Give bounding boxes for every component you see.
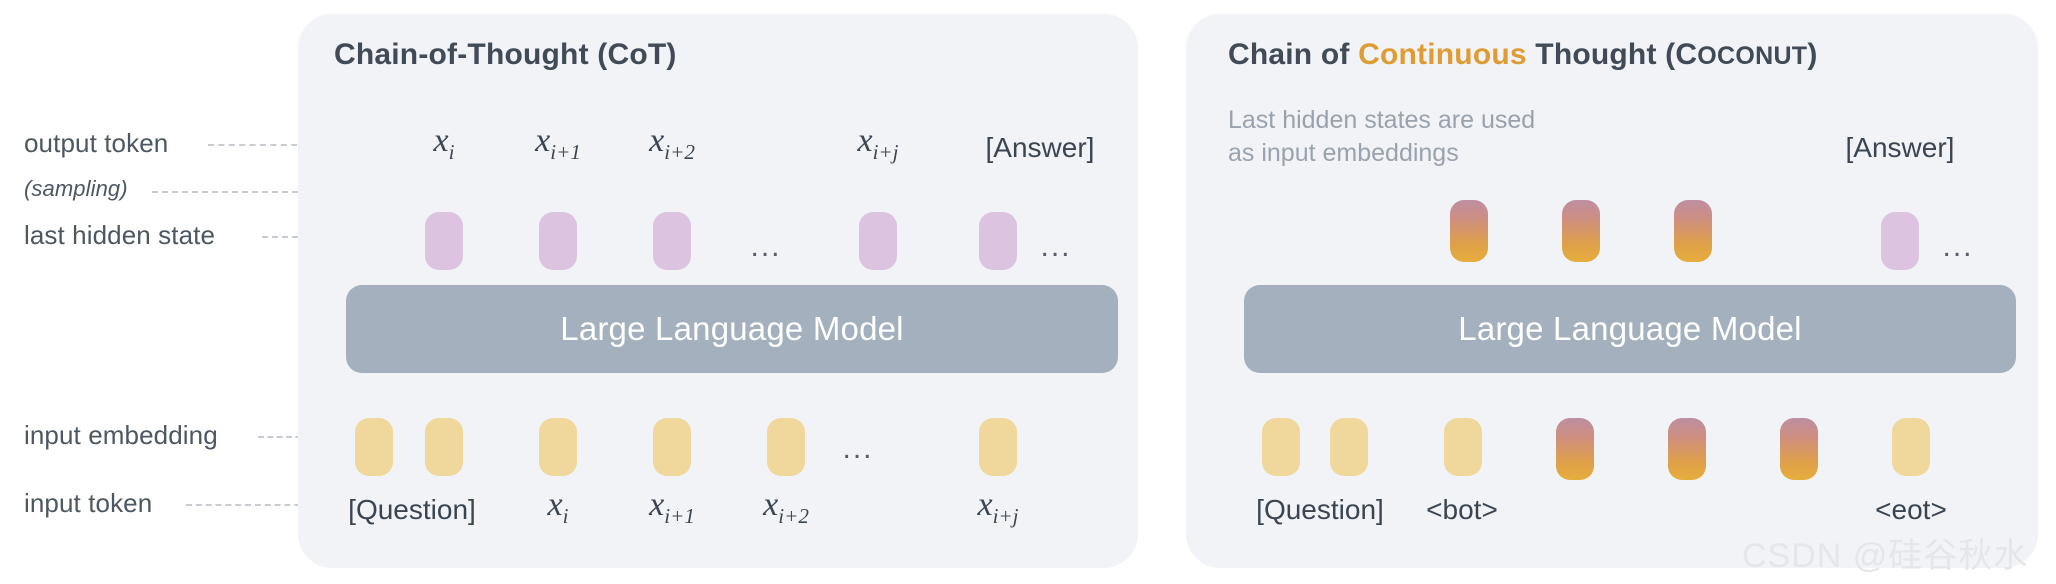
left-input-embedding-4 (767, 418, 805, 476)
token-base: x (977, 486, 993, 523)
right-input-token-eot: <eot> (1875, 494, 1947, 525)
left-output-token-1: xi+1 (535, 122, 581, 165)
token-sub: i (562, 503, 569, 528)
left-input-token-2: xi+1 (649, 486, 695, 529)
right-panel-note: Last hidden states are used as input emb… (1228, 106, 1536, 167)
right-continuous-thought-2 (1674, 200, 1712, 262)
right-answer-ellipsis: ... (1942, 230, 1974, 263)
token-base: x (649, 122, 665, 159)
leader-last-hidden-state (262, 236, 318, 238)
right-answer-hidden-state (1881, 212, 1919, 270)
title-part-2: Thought ( (1526, 38, 1676, 71)
token-sub: i+j (872, 139, 899, 164)
left-output-ellipsis-1: ... (1040, 230, 1072, 263)
right-input-token-question: [Question] (1256, 494, 1384, 525)
left-output-token-4: [Answer] (985, 132, 1095, 163)
right-llm-label: Large Language Model (1458, 310, 1802, 347)
token-base: x (763, 486, 779, 523)
left-input-embedding-3 (653, 418, 691, 476)
axis-label-output-token: output token (24, 128, 169, 158)
left-input-embedding-5 (979, 418, 1017, 476)
right-answer-token: [Answer] (1845, 132, 1955, 163)
leader-input-embedding (258, 436, 320, 438)
left-hidden-state-1 (539, 212, 577, 270)
left-input-token-1: xi (548, 486, 569, 529)
left-input-ellipsis: ... (842, 432, 874, 465)
token-sub: i+j (992, 503, 1019, 528)
token-base: x (547, 486, 563, 523)
right-input-embedding-1 (1330, 418, 1368, 476)
axis-label-input-embedding: input embedding (24, 420, 218, 450)
right-input-embedding-0 (1262, 418, 1300, 476)
axis-label-last-hidden-state: last hidden state (24, 220, 216, 250)
left-input-token-0: [Question] (348, 494, 476, 525)
token-sub: i+1 (550, 139, 581, 164)
token-base: x (857, 122, 873, 159)
token-sub: i+2 (664, 139, 695, 164)
left-output-token-2: xi+2 (649, 122, 695, 165)
token-base: x (649, 486, 665, 523)
right-continuous-embedding-2 (1780, 418, 1818, 480)
title-smallcaps-rest: OCONUT (1697, 42, 1808, 70)
token-sub: i+2 (778, 503, 809, 528)
left-input-embedding-0 (355, 418, 393, 476)
left-input-embedding-1 (425, 418, 463, 476)
right-continuous-thought-1 (1562, 200, 1600, 262)
right-input-embedding-3 (1892, 418, 1930, 476)
token-base: x (535, 122, 551, 159)
leader-input-token (186, 504, 320, 506)
axis-label-input-token: input token (24, 488, 153, 518)
left-panel-title: Chain-of-Thought (CoT) (334, 38, 677, 71)
left-llm-bar: Large Language Model (346, 285, 1118, 373)
left-hidden-state-0 (425, 212, 463, 270)
leader-output-token (208, 144, 318, 146)
title-smallcaps-cap: C (1675, 38, 1698, 71)
left-output-ellipsis-0: ... (750, 230, 782, 263)
leader-sampling (152, 191, 318, 193)
right-continuous-embedding-1 (1668, 418, 1706, 480)
right-continuous-embedding-0 (1556, 418, 1594, 480)
left-input-embedding-2 (539, 418, 577, 476)
left-hidden-state-4 (979, 212, 1017, 270)
left-llm-label: Large Language Model (560, 310, 904, 347)
watermark: CSDN @硅谷秋水 (1742, 537, 2029, 575)
axis-label-sampling: (sampling) (24, 176, 128, 201)
left-output-token-0: xi (434, 122, 455, 165)
left-input-token-4: xi+j (977, 486, 1018, 529)
title-part-1: Chain of (1228, 38, 1359, 71)
token-sub: i (448, 139, 455, 164)
left-hidden-state-3 (859, 212, 897, 270)
title-part-3: ) (1807, 38, 1818, 71)
right-continuous-thought-0 (1450, 200, 1488, 262)
right-input-token-bot: <bot> (1426, 494, 1498, 525)
right-input-embedding-2 (1444, 418, 1482, 476)
left-output-token-3: xi+j (857, 122, 898, 165)
token-base: x (433, 122, 449, 159)
title-accent-continuous: Continuous (1358, 38, 1527, 71)
right-llm-bar: Large Language Model (1244, 285, 2016, 373)
right-panel-title: Chain of Continuous Thought (COCONUT) (1228, 38, 1818, 72)
left-input-token-3: xi+2 (763, 486, 809, 529)
token-sub: i+1 (664, 503, 695, 528)
left-hidden-state-2 (653, 212, 691, 270)
